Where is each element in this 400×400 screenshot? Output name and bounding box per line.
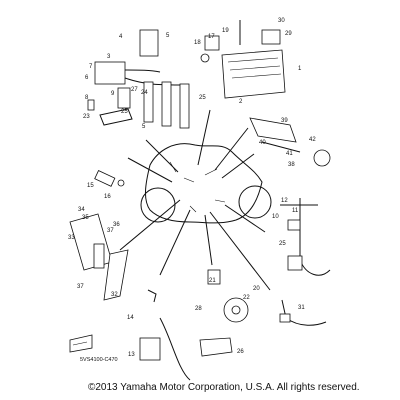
callout: 12	[281, 198, 288, 204]
callout: 3	[107, 54, 111, 60]
callout: 9	[111, 91, 115, 97]
callout: 20	[253, 286, 260, 292]
callout: 36	[113, 222, 120, 228]
callout: 27	[131, 87, 138, 93]
callout: 32	[111, 292, 118, 298]
callout: 34	[78, 207, 85, 213]
callout: 37	[77, 284, 84, 290]
callout: 17	[208, 34, 215, 40]
callout: 26	[237, 349, 244, 355]
callout: 25	[121, 109, 128, 115]
callout: 10	[272, 214, 279, 220]
motorcycle-silhouette	[140, 143, 272, 224]
leader-lines	[119, 109, 271, 291]
callout: 25	[279, 241, 286, 247]
harness-group	[280, 198, 331, 276]
callout: 29	[285, 31, 292, 37]
bottom-right-sensor-group	[279, 299, 327, 326]
relay-bracket-group	[69, 213, 129, 301]
callout: 13	[128, 352, 135, 358]
callout: 31	[298, 305, 305, 311]
callout: 30	[278, 18, 285, 24]
callout: 2	[239, 99, 243, 105]
callout: 28	[195, 306, 202, 312]
callout: 6	[85, 75, 89, 81]
callout: 41	[286, 151, 293, 157]
callout: 14	[127, 315, 134, 321]
callout: 5	[166, 33, 170, 39]
callout: 39	[281, 118, 288, 124]
callout: 40	[259, 140, 266, 146]
callout: 37	[107, 228, 114, 234]
callout: 24	[141, 90, 148, 96]
figure-code: 5VS4100-C470	[80, 357, 118, 363]
callout: 7	[89, 64, 93, 70]
callout: 33	[68, 235, 75, 241]
callout: 25	[199, 95, 206, 101]
left-sensor-group	[94, 170, 125, 187]
pickup-coil-group	[199, 269, 249, 357]
copyright-caption: ©2013 Yamaha Motor Corporation, U.S.A. A…	[88, 382, 360, 393]
callout: 23	[83, 114, 90, 120]
callout: 22	[243, 295, 250, 301]
callout: 35	[82, 215, 89, 221]
callout: 4	[119, 34, 123, 40]
callout: 5	[142, 124, 146, 130]
callout: 1	[298, 66, 302, 72]
callout: 18	[194, 40, 201, 46]
callout: 38	[288, 162, 295, 168]
ignition-coil-group	[87, 29, 190, 129]
front-arrow-icon	[69, 334, 93, 353]
callout: 42	[309, 137, 316, 143]
callout: 16	[104, 194, 111, 200]
sensor-bracket-group	[249, 117, 331, 167]
callout: 15	[87, 183, 94, 189]
starter-relay-group	[139, 289, 191, 381]
callout: 11	[292, 208, 299, 214]
callout: 8	[85, 95, 89, 101]
callout: 21	[209, 278, 216, 284]
ecu-group	[200, 20, 286, 99]
callout-labels: 1 2 3 4 5 5 6 7 8 9 10 11 12 13 14 15 16…	[68, 18, 316, 358]
callout: 19	[222, 28, 229, 34]
